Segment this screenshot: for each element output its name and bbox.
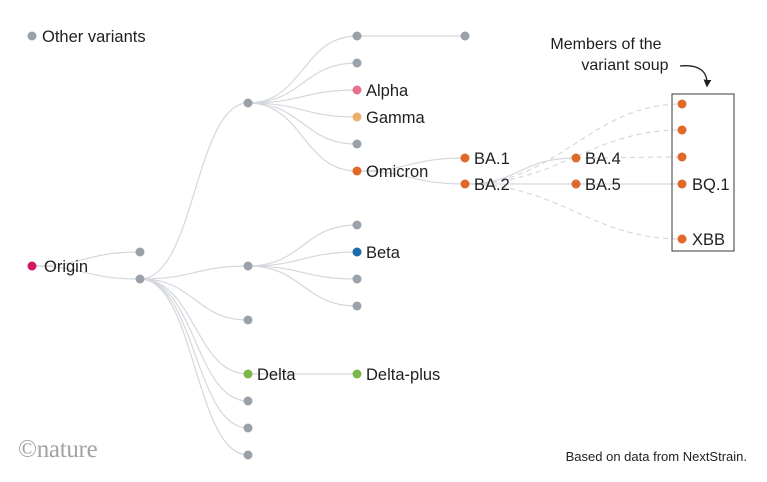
nature-logo: ©nature xyxy=(18,436,98,464)
edge-mid-beta xyxy=(247,251,358,267)
edge-mid-279 xyxy=(247,265,358,280)
node-ba4 xyxy=(571,153,581,163)
edge-hub-mid xyxy=(139,265,249,280)
label-bq1: BQ.1 xyxy=(692,176,730,194)
legend-label: Other variants xyxy=(42,28,146,46)
node-455 xyxy=(243,450,253,460)
edge-top-144 xyxy=(247,102,358,145)
variant-soup-box xyxy=(671,93,735,252)
node-36-leaf xyxy=(460,31,470,41)
label-alpha: Alpha xyxy=(366,82,409,100)
legend-dot xyxy=(27,31,37,41)
edge-hub-320 xyxy=(139,278,249,321)
copyright-symbol: © xyxy=(18,436,37,463)
edge-ba2-soup-104 xyxy=(464,103,683,185)
edge-top-omicron xyxy=(247,102,358,172)
edge-ba2-soup-130 xyxy=(464,129,683,185)
edge-top-gamma xyxy=(247,102,358,118)
edge-top-alpha xyxy=(247,89,358,104)
node-beta xyxy=(352,247,362,257)
node-225 xyxy=(352,220,362,230)
label-ba5: BA.5 xyxy=(585,176,621,194)
label-delta: Delta xyxy=(257,366,296,384)
node-top-branch xyxy=(243,98,253,108)
node-xbb xyxy=(677,234,687,244)
node-delta xyxy=(243,369,253,379)
label-ba1: BA.1 xyxy=(474,150,510,168)
node-ba5 xyxy=(571,179,581,189)
edge-mid-225 xyxy=(247,224,358,267)
label-beta: Beta xyxy=(366,244,401,262)
node-gamma xyxy=(352,112,362,122)
edge-top-36 xyxy=(247,35,358,104)
label-xbb: XBB xyxy=(692,231,725,249)
node-63 xyxy=(352,58,362,68)
edge-mid-306 xyxy=(247,265,358,307)
label-delta-plus: Delta-plus xyxy=(366,366,440,384)
label-omicron: Omicron xyxy=(366,163,428,181)
edge-ba4-soup-157 xyxy=(575,156,683,159)
node-alpha xyxy=(352,85,362,95)
annotation-arrow xyxy=(679,65,712,88)
node-306 xyxy=(352,301,362,311)
node-soup-130 xyxy=(677,125,687,135)
node-36 xyxy=(352,31,362,41)
node-320 xyxy=(243,315,253,325)
node-root-upper xyxy=(135,247,145,257)
label-origin: Origin xyxy=(44,258,88,276)
edge-ba2-xbb xyxy=(464,183,683,240)
edge-origin-lower xyxy=(31,265,141,280)
edge-ba2-ba4 xyxy=(464,157,577,185)
node-omicron xyxy=(352,166,362,176)
annotation-line-2: variant soup xyxy=(581,57,668,74)
edge-top-63 xyxy=(247,62,358,104)
edge-hub-428 xyxy=(139,278,249,429)
label-gamma: Gamma xyxy=(366,109,426,127)
node-401 xyxy=(243,396,253,406)
node-bq1 xyxy=(677,179,687,189)
node-soup-104 xyxy=(677,99,687,109)
tree-nodes xyxy=(27,31,687,460)
node-origin xyxy=(27,261,37,271)
node-144 xyxy=(352,139,362,149)
node-soup-157 xyxy=(677,152,687,162)
logo-word: nature xyxy=(36,436,98,463)
source-credit: Based on data from NextStrain. xyxy=(565,449,747,464)
node-root-hub xyxy=(135,274,145,284)
edge-origin-upper xyxy=(31,251,141,267)
edge-hub-top xyxy=(139,102,249,280)
label-ba4: BA.4 xyxy=(585,150,621,168)
annotation-line-1: Members of the xyxy=(550,36,661,53)
edge-omicron-ba1 xyxy=(356,157,466,172)
tree-edges xyxy=(31,35,683,456)
node-mid-branch xyxy=(243,261,253,271)
node-ba1 xyxy=(460,153,470,163)
label-ba2: BA.2 xyxy=(474,176,510,194)
edge-hub-delta xyxy=(139,278,249,375)
edge-hub-455 xyxy=(139,278,249,456)
edge-hub-401 xyxy=(139,278,249,402)
node-ba2 xyxy=(460,179,470,189)
tree-labels: Origin Alpha Gamma Omicron BA.1 BA.2 BA.… xyxy=(44,82,730,384)
node-delta-plus xyxy=(352,369,362,379)
edge-omicron-ba2 xyxy=(356,170,466,185)
node-279 xyxy=(352,274,362,284)
node-428 xyxy=(243,423,253,433)
